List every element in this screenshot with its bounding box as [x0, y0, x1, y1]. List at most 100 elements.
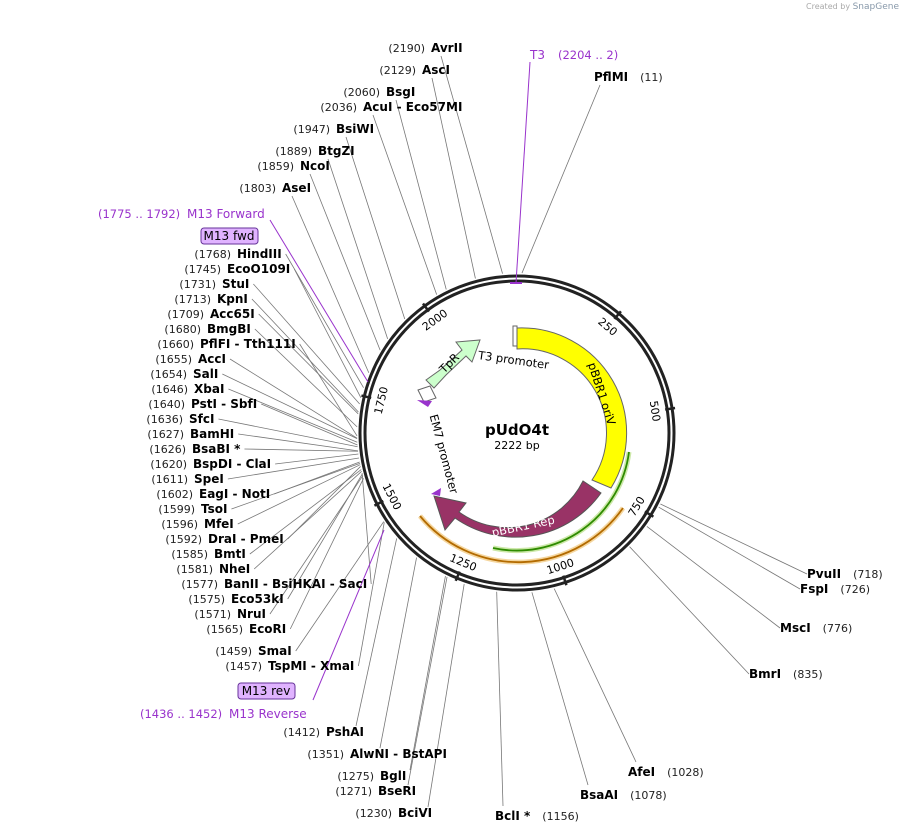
site-position: (1585) — [171, 548, 208, 561]
site-label-left[interactable]: (1611)SpeI — [151, 472, 223, 486]
site-label-right[interactable]: BclI *(1156) — [495, 809, 579, 823]
site-label-left[interactable]: (1646)XbaI — [151, 382, 224, 396]
site-label-left[interactable]: (1768)HindIII — [194, 247, 281, 261]
leader-line — [295, 521, 385, 652]
site-name: BclI * — [495, 809, 531, 823]
site-label-left[interactable]: (1275)BglI — [337, 769, 406, 783]
site-label-left[interactable]: (2129)AscI — [379, 63, 450, 77]
site-label-left[interactable]: (1271)BseRI — [335, 784, 416, 798]
primer-m13-reverse[interactable]: M13 rev (1436 .. 1452) M13 Reverse — [140, 529, 385, 721]
site-label-left[interactable]: (1654)SalI — [150, 367, 218, 381]
site-label-right[interactable]: BsaAI(1078) — [580, 788, 667, 802]
site-label-left[interactable]: (1660)PflFI - Tth111I — [157, 337, 295, 351]
site-label-left[interactable]: (1731)StuI — [179, 277, 249, 291]
site-name: MscI — [780, 621, 811, 635]
site-name: PflMI — [594, 70, 628, 84]
site-label-left[interactable]: (1351)AlwNI - BstAPI — [307, 747, 446, 761]
site-label-left[interactable]: (1636)SfcI — [146, 412, 214, 426]
site-label-left[interactable]: (1655)AccI — [155, 352, 226, 366]
site-label-right[interactable]: MscI(776) — [780, 621, 852, 635]
site-name: AccI — [198, 352, 226, 366]
feature-tpr[interactable]: TpR — [425, 339, 481, 389]
leader-line — [269, 475, 364, 615]
site-name: KpnI — [217, 292, 248, 306]
site-name: HindIII — [237, 247, 282, 261]
site-label-right[interactable]: PflMI(11) — [594, 70, 663, 84]
feature-label-t3-promoter: T3 promoter — [476, 348, 550, 372]
site-label-left[interactable]: (1585)BmtI — [171, 547, 245, 561]
site-label-left[interactable]: (1680)BmgBI — [164, 322, 250, 336]
m13-rev-box-label: M13 rev — [242, 684, 291, 698]
leader-line — [379, 557, 417, 749]
site-position: (2190) — [388, 42, 425, 55]
site-label-left[interactable]: (1947)BsiWI — [293, 122, 374, 136]
site-label-left[interactable]: (1459)SmaI — [215, 644, 291, 658]
leader-line — [299, 343, 358, 437]
site-label-left[interactable]: (1565)EcoRI — [206, 622, 286, 636]
site-label-left[interactable]: (1889)BtgZI — [275, 144, 354, 158]
site-position: (1713) — [174, 293, 211, 306]
site-name: PshAI — [326, 725, 364, 739]
site-position: (1028) — [667, 766, 704, 779]
m13-fwd-box[interactable] — [200, 227, 259, 245]
primer-m13r-range: (1436 .. 1452) — [140, 707, 222, 721]
primer-t3[interactable]: T3 (2204 .. 2) — [510, 48, 618, 284]
site-position: (1611) — [151, 473, 188, 486]
site-label-left[interactable]: (1626)BsaBI * — [149, 442, 241, 456]
site-label-right[interactable]: PvuII(718) — [807, 567, 883, 581]
leader-line — [227, 457, 360, 480]
site-label-left[interactable]: (1627)BamHI — [147, 427, 234, 441]
leader-line — [231, 462, 361, 510]
site-label-left[interactable]: (2036)AcuI - Eco57MI — [320, 100, 462, 114]
site-position: (1803) — [239, 182, 276, 195]
leader-line — [440, 55, 503, 274]
leader-line — [228, 388, 358, 443]
site-name: EcoRI — [249, 622, 286, 636]
site-label-left[interactable]: (2190)AvrII — [388, 41, 462, 55]
site-label-left[interactable]: (1709)Acc65I — [167, 307, 254, 321]
site-label-left[interactable]: (1230)BciVI — [355, 806, 432, 820]
site-position: (718) — [853, 568, 883, 581]
leader-line — [646, 526, 781, 629]
site-position: (1412) — [283, 726, 320, 739]
site-label-left[interactable]: (1412) PshAI — [283, 725, 364, 739]
primer-m13-forward[interactable]: (1775 .. 1792) M13 Forward M13 fwd — [98, 207, 369, 383]
site-name: MfeI — [204, 517, 234, 531]
leader-line — [261, 403, 358, 446]
site-label-left[interactable]: (1575)Eco53kI — [188, 592, 283, 606]
site-label-left[interactable]: (1581)NheI — [176, 562, 250, 576]
site-label-left[interactable]: (1640)PstI - SbfI — [148, 397, 257, 411]
site-label-left[interactable]: (1457)TspMI - XmaI — [225, 659, 354, 673]
leader-line — [327, 158, 389, 339]
site-name: AscI — [422, 63, 450, 77]
primer-t3-name: T3 — [529, 48, 545, 62]
site-label-left[interactable]: (1859)NcoI — [257, 159, 329, 173]
site-label-left[interactable]: (1571)NruI — [194, 607, 266, 621]
leader-line — [229, 358, 358, 439]
site-name: SfcI — [189, 412, 214, 426]
site-name: BsaAI — [580, 788, 618, 802]
site-label-right[interactable]: BmrI(835) — [749, 667, 823, 681]
site-label-left[interactable]: (1592)DraI - PmeI — [165, 532, 283, 546]
leader-line — [553, 588, 637, 763]
site-label-right[interactable]: FspI(726) — [800, 582, 870, 596]
site-label-left[interactable]: (1620)BspDI - ClaI — [150, 457, 271, 471]
m13-rev-box[interactable] — [237, 682, 296, 700]
site-position: (1592) — [165, 533, 202, 546]
feature-pbbr1-oriv[interactable]: pBBR1 oriV — [516, 327, 628, 489]
site-position: (1654) — [150, 368, 187, 381]
site-label-left[interactable]: (1745)EcoO109I — [184, 262, 290, 276]
site-label-left[interactable]: (1602)EagI - NotI — [156, 487, 270, 501]
site-label-left[interactable]: (2060)BsgI — [343, 85, 415, 99]
site-label-left[interactable]: (1577)BanII - BsiHKAI - SacI — [181, 577, 367, 591]
site-position: (1581) — [176, 563, 213, 576]
site-label-right[interactable]: AfeI(1028) — [628, 765, 704, 779]
site-label-left[interactable]: (1599)TsoI — [158, 502, 227, 516]
site-label-left[interactable]: (1596)MfeI — [161, 517, 233, 531]
site-name: EcoO109I — [227, 262, 290, 276]
site-position: (1640) — [148, 398, 185, 411]
site-position: (1646) — [151, 383, 188, 396]
site-label-left[interactable]: (1713) KpnI — [174, 292, 247, 306]
site-label-left[interactable]: (1803)AseI — [239, 181, 311, 195]
site-name: AlwNI - BstAPI — [350, 747, 447, 761]
